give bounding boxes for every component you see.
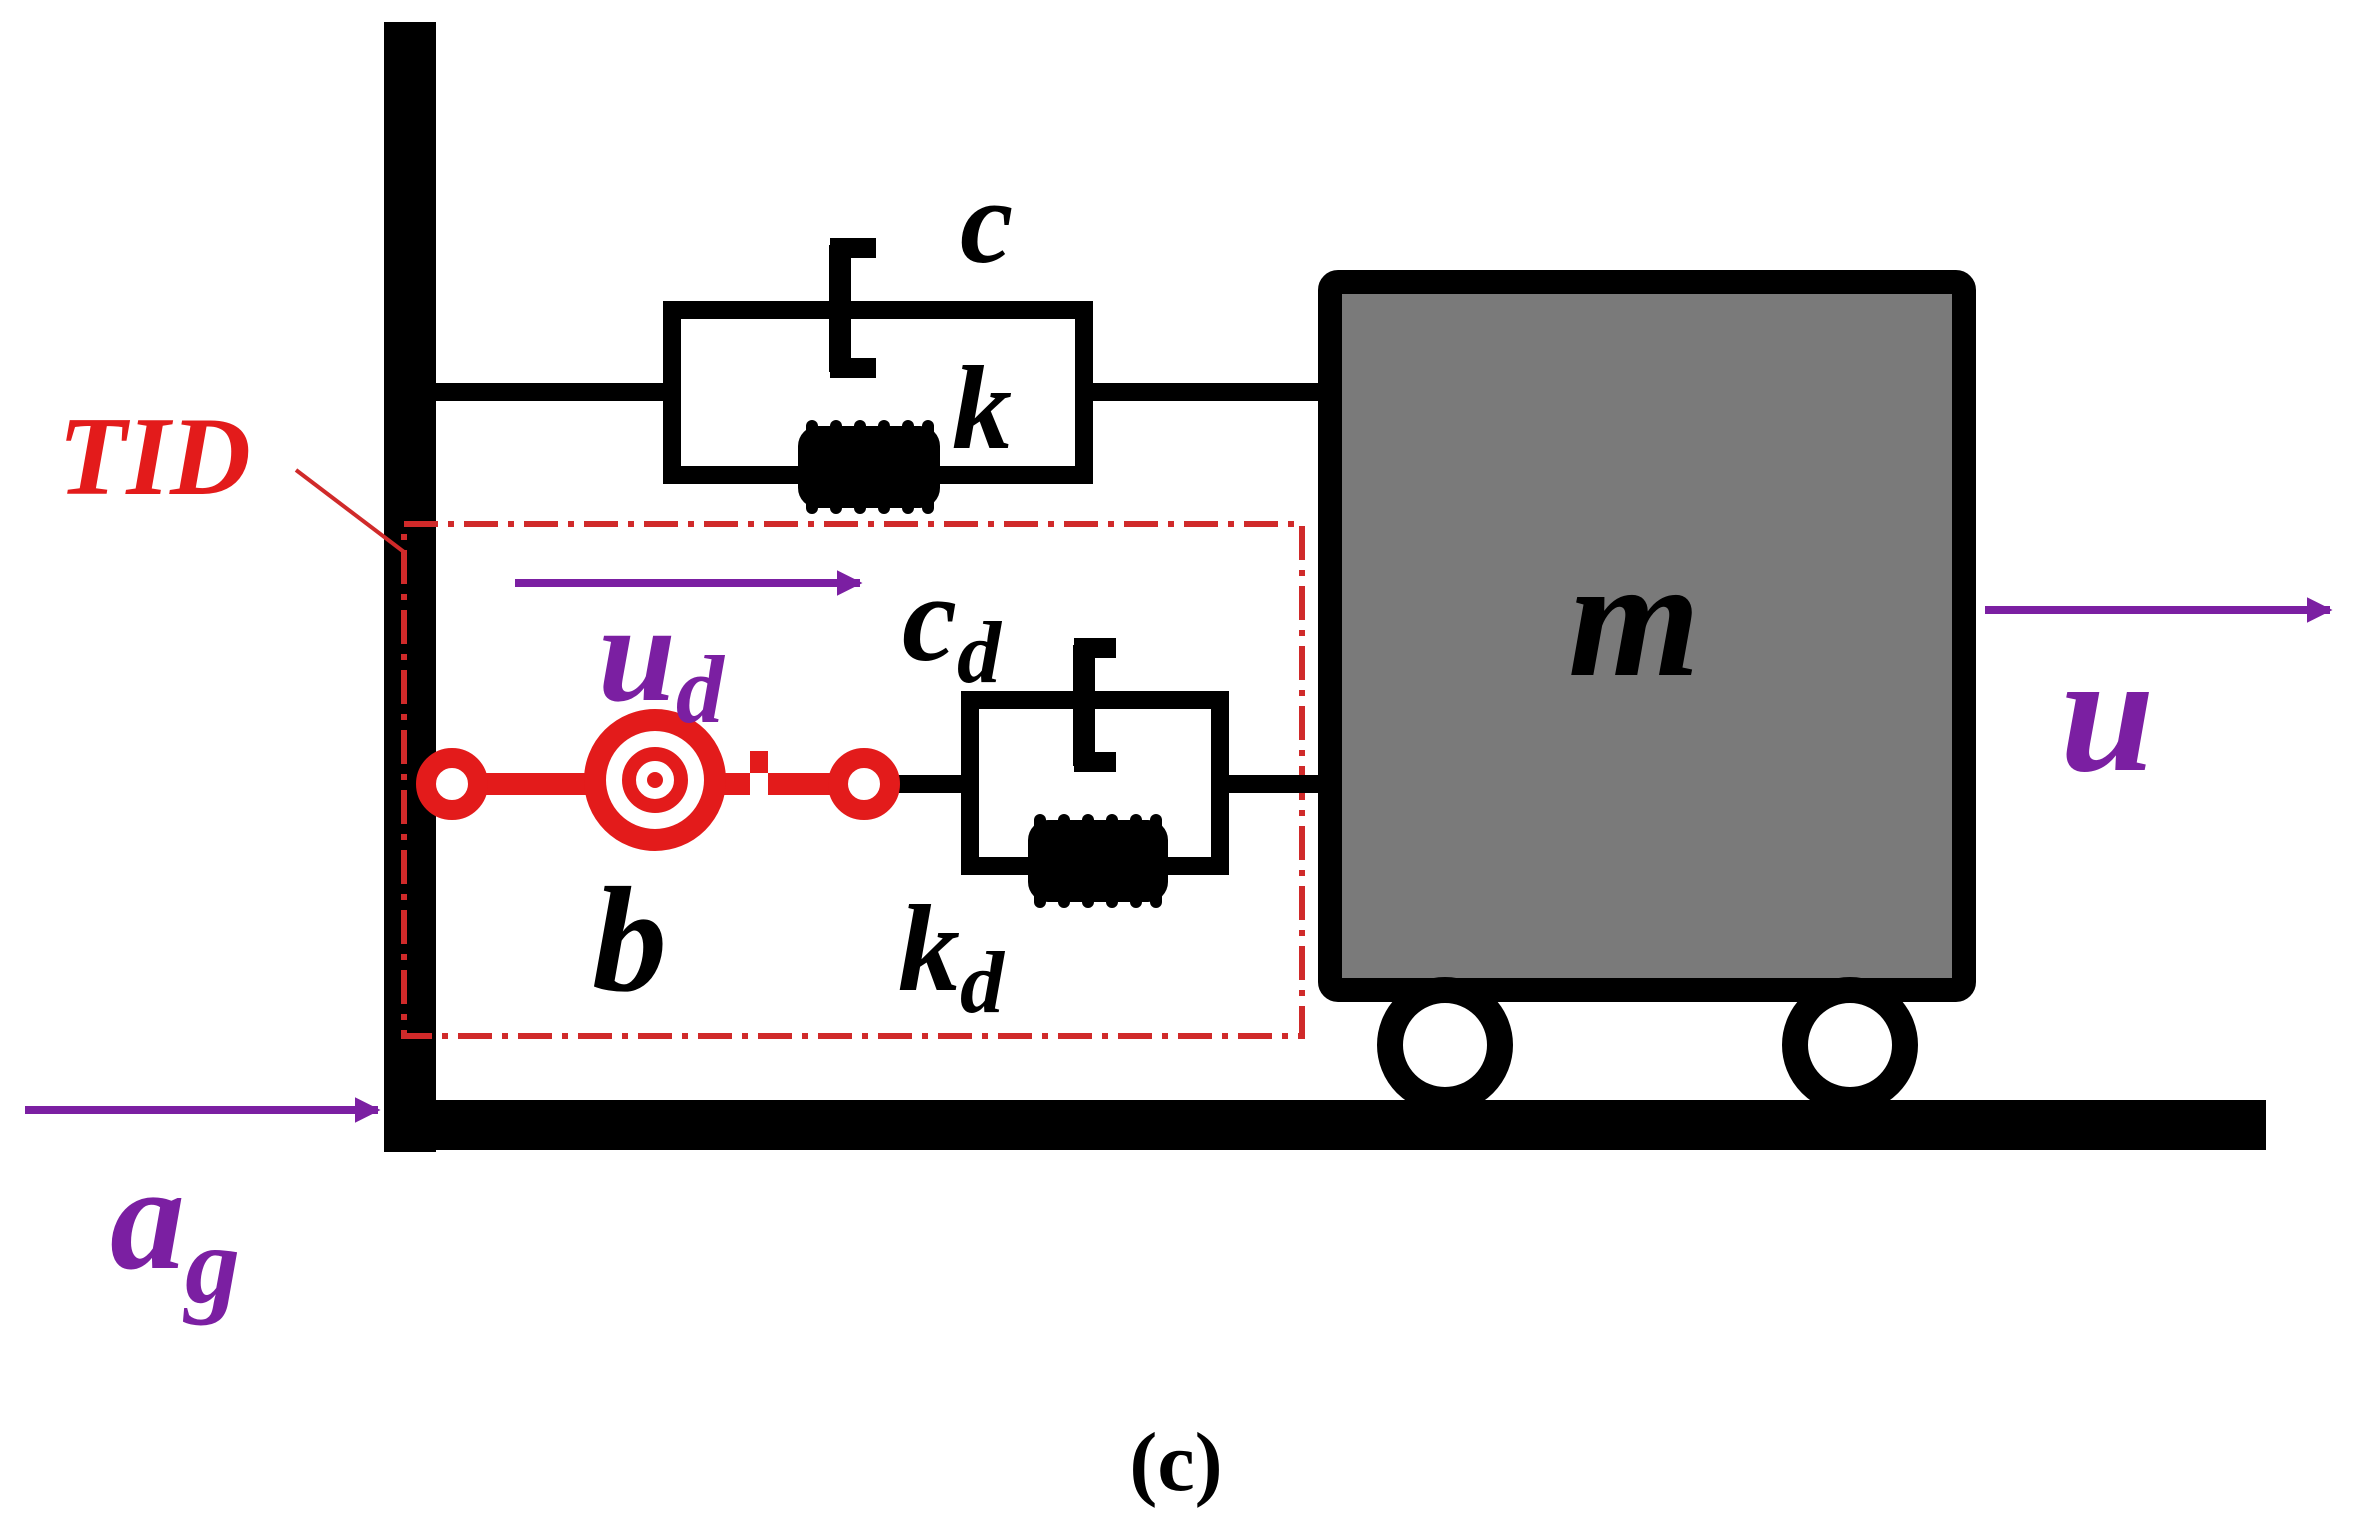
wheel-left — [1377, 977, 1513, 1113]
spring-k-coils — [798, 420, 940, 514]
label-mass-m: m — [1568, 524, 1700, 712]
inerter-hub — [622, 747, 688, 813]
inerter-b — [416, 709, 900, 851]
ground-line — [384, 1100, 2266, 1150]
fixed-wall — [384, 22, 436, 1152]
inerter-left-pin — [416, 748, 488, 820]
mass-block — [1318, 270, 1976, 1002]
label-tid-spring-kd: kd — [898, 880, 1006, 1032]
tid-leader-line — [294, 468, 406, 554]
label-tid: TID — [58, 395, 251, 519]
wheel-right — [1782, 977, 1918, 1113]
spring-kd-coils — [1028, 814, 1168, 908]
label-ground-acceleration: ag — [110, 1135, 240, 1326]
inerter-right-pin — [828, 748, 900, 820]
label-tid-displacement: ud — [598, 576, 726, 743]
label-inerter-b: b — [592, 857, 667, 1023]
label-damper-c: c — [960, 155, 1013, 288]
label-spring-k: k — [952, 341, 1012, 474]
label-mass-displacement-u: u — [2060, 619, 2155, 807]
label-tid-damper-cd: cd — [902, 550, 1003, 702]
figure-caption: (c) — [1129, 1416, 1222, 1509]
